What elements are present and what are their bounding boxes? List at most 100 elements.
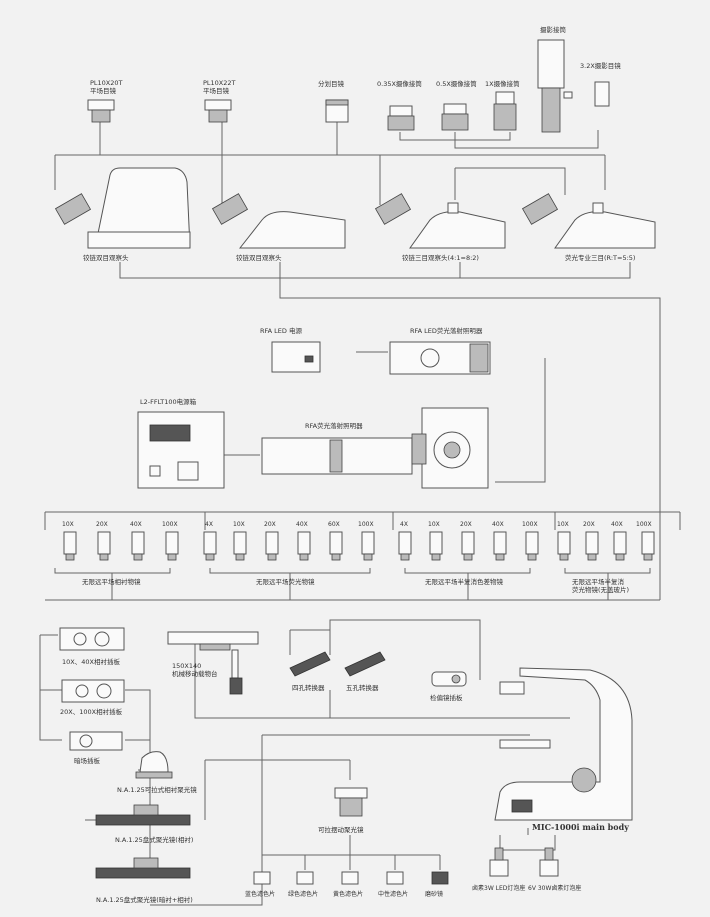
microscope-body-label: MIC-1000i main body [532, 822, 629, 832]
svg-text:20X: 20X [583, 521, 595, 528]
head-binocular-2: 铰链双目观察头 [211, 193, 346, 262]
svg-text:黄色滤色片: 黄色滤色片 [333, 890, 363, 898]
svg-text:20X: 20X [460, 521, 472, 528]
svg-text:4X: 4X [400, 521, 408, 528]
slider-10x40x-label: 10X、40X相衬插板 [62, 657, 120, 666]
microscope-body: MIC-1000i main body [494, 667, 633, 832]
objective-group-2: 4X 10X 20X 40X 60X 100X 无限远平场荧光物镜 [203, 521, 375, 586]
adapter-05x: 0.5X摄像接筒 [436, 79, 477, 131]
head-fluorescence-trinocular-label: 荧光专业三目(R:T=5:5) [565, 253, 635, 262]
filter-yellow: 黄色滤色片 [333, 871, 363, 898]
nosepiece-5-label: 五孔转换器 [346, 683, 379, 692]
svg-text:4X: 4X [205, 521, 213, 528]
slider-darkfield: 暗场插板 [69, 731, 123, 765]
connector-lines [39, 122, 681, 906]
rfa-led-power: RFA LED 电源 [260, 326, 321, 373]
filter-neutral: 中性滤色片 [378, 871, 408, 898]
slider-20x100x: 20X、100X相衬插板 [60, 679, 125, 716]
svg-text:磨砂镜: 磨砂镜 [425, 890, 443, 898]
head-trinocular: 铰链三目观察头(4:1=8:2) [374, 193, 506, 262]
lamp-led-label: 卤素3W LED灯泡座 [472, 884, 525, 892]
rfa-led-power-label: RFA LED 电源 [260, 326, 302, 335]
condenser-swing: 可拉摆动聚光镜 [318, 787, 368, 834]
svg-text:10X: 10X [233, 521, 245, 528]
svg-text:20X: 20X [96, 521, 108, 528]
filter-row: 蓝色滤色片 绿色滤色片 黄色滤色片 中性滤色片 磨砂镜 [245, 871, 449, 898]
svg-text:100X: 100X [636, 521, 652, 528]
photo-eyepiece-label: 3.2X摄影目镜 [580, 61, 621, 70]
condenser-turret-phase-label: N.A.1.25盘式聚光镜(相衬) [115, 835, 193, 844]
condenser-pullout-phase-label: N.A.1.25可拉式相衬聚光镜 [117, 785, 197, 794]
objective-g2-2: 20X [264, 521, 279, 561]
svg-text:20X: 20X [264, 521, 276, 528]
objective-g3-0: 4X [398, 521, 412, 561]
head-binocular-1: 铰链双目观察头 [54, 167, 191, 262]
objective-g1-2: 40X [130, 521, 145, 561]
power-box-label: L2-FFLT100电源箱 [140, 397, 197, 406]
objective-group-4: 10X 20X 40X 100X 无限远平场半复消荧光物镜(无盖玻片) [557, 521, 655, 594]
svg-text:100X: 100X [522, 521, 538, 528]
svg-text:中性滤色片: 中性滤色片 [378, 890, 408, 898]
slider-20x100x-label: 20X、100X相衬插板 [60, 707, 123, 716]
lamp-halogen: 6V 30W卤素灯泡座 [528, 847, 581, 892]
filter-blue: 蓝色滤色片 [245, 871, 275, 898]
objective-g3-1: 10X [428, 521, 443, 561]
objective-g4-1: 20X [583, 521, 599, 561]
svg-text:40X: 40X [611, 521, 623, 528]
objective-group-3-label: 无限远平场半复消色差物镜 [425, 577, 504, 586]
condenser-turret-df: N.A.1.25盘式聚光镜(暗衬+相衬) [95, 857, 193, 904]
svg-text:40X: 40X [492, 521, 504, 528]
lamp-halogen-label: 6V 30W卤素灯泡座 [528, 884, 581, 892]
objective-g4-3: 100X [636, 521, 655, 561]
objective-g1-3: 100X [162, 521, 179, 561]
svg-text:10X: 10X [62, 521, 74, 528]
objective-g3-4: 100X [522, 521, 539, 561]
nosepiece-5: 五孔转换器 [344, 651, 386, 692]
rfa-led-illuminator-label: RFA LED荧光落射照明器 [410, 326, 483, 335]
svg-text:40X: 40X [296, 521, 308, 528]
svg-text:蓝色滤色片: 蓝色滤色片 [245, 890, 275, 898]
objective-group-3: 4X 10X 20X 40X 100X 无限远平场半复消色差物镜 [398, 521, 539, 586]
power-box: L2-FFLT100电源箱 [137, 397, 225, 489]
adapter-035x-label: 0.35X摄像接筒 [377, 79, 422, 88]
objective-group-1: 10X 20X 40X 100X 无限远平场相衬物镜 [62, 521, 179, 586]
svg-text:40X: 40X [130, 521, 142, 528]
objective-g2-5: 100X [358, 521, 375, 561]
objective-g3-3: 40X [492, 521, 507, 561]
svg-text:60X: 60X [328, 521, 340, 528]
objective-g1-0: 10X [62, 521, 77, 561]
adapter-035x: 0.35X摄像接筒 [377, 79, 422, 131]
objective-g1-1: 20X [96, 521, 111, 561]
objective-g3-2: 20X [460, 521, 475, 561]
objective-group-2-label: 无限远平场荧光物镜 [256, 577, 315, 586]
head-binocular-1-label: 铰链双目观察头 [83, 253, 129, 262]
objective-g2-3: 40X [296, 521, 311, 561]
head-binocular-2-label: 铰链双目观察头 [236, 253, 282, 262]
svg-text:绿色滤色片: 绿色滤色片 [288, 890, 318, 898]
objective-g4-0: 10X [557, 521, 571, 561]
objective-group-4-label: 无限远平场半复消荧光物镜(无盖玻片) [572, 577, 629, 594]
analyzer-slider: 检偏镜插板 [430, 671, 467, 702]
svg-text:100X: 100X [162, 521, 178, 528]
eyepiece-cross: 分划目镜 [318, 79, 349, 123]
svg-text:100X: 100X [358, 521, 374, 528]
nosepiece-4-label: 四孔转换器 [292, 683, 325, 692]
eyepiece-cross-label: 分划目镜 [318, 79, 345, 88]
condenser-turret-df-label: N.A.1.25盘式聚光镜(暗衬+相衬) [96, 895, 193, 904]
objective-g2-4: 60X [328, 521, 343, 561]
objective-g4-2: 40X [611, 521, 627, 561]
head-trinocular-label: 铰链三目观察头(4:1=8:2) [402, 253, 479, 262]
rfa-illuminator: RFA荧光落射照明器 [261, 407, 489, 489]
objective-group-1-label: 无限远平场相衬物镜 [82, 577, 141, 586]
photo-adapter-label: 摄影接筒 [540, 25, 567, 34]
condenser-turret-phase: N.A.1.25盘式聚光镜(相衬) [95, 804, 193, 844]
nosepiece-4: 四孔转换器 [289, 651, 331, 692]
photo-eyepiece: 3.2X摄影目镜 [580, 61, 621, 107]
svg-text:10X: 10X [428, 521, 440, 528]
photo-adapter: 摄影接筒 [537, 25, 573, 133]
